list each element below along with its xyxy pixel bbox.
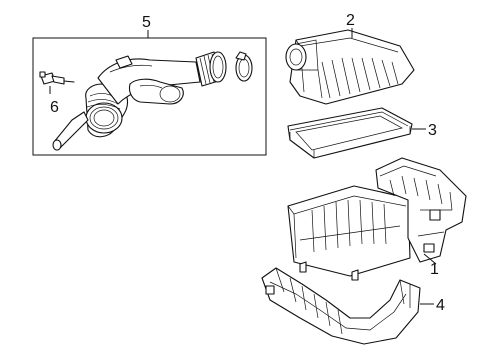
callout-4: 4 xyxy=(436,297,445,314)
callout-5: 5 xyxy=(142,14,151,31)
air-filter-element-3 xyxy=(287,107,413,159)
callout-2: 2 xyxy=(346,12,355,29)
hose-clamp xyxy=(235,51,253,82)
callout-3: 3 xyxy=(428,122,437,139)
callout-1: 1 xyxy=(430,261,439,278)
sensor-connector-6 xyxy=(39,71,75,85)
outlet-hose-assembly xyxy=(52,51,227,151)
group-box-5 xyxy=(32,37,267,156)
air-cleaner-housing-1 xyxy=(287,157,467,281)
air-cleaner-cover-2 xyxy=(285,29,415,105)
intake-duct-4 xyxy=(261,267,421,345)
callout-6: 6 xyxy=(50,99,59,116)
leader-1 xyxy=(423,253,437,265)
